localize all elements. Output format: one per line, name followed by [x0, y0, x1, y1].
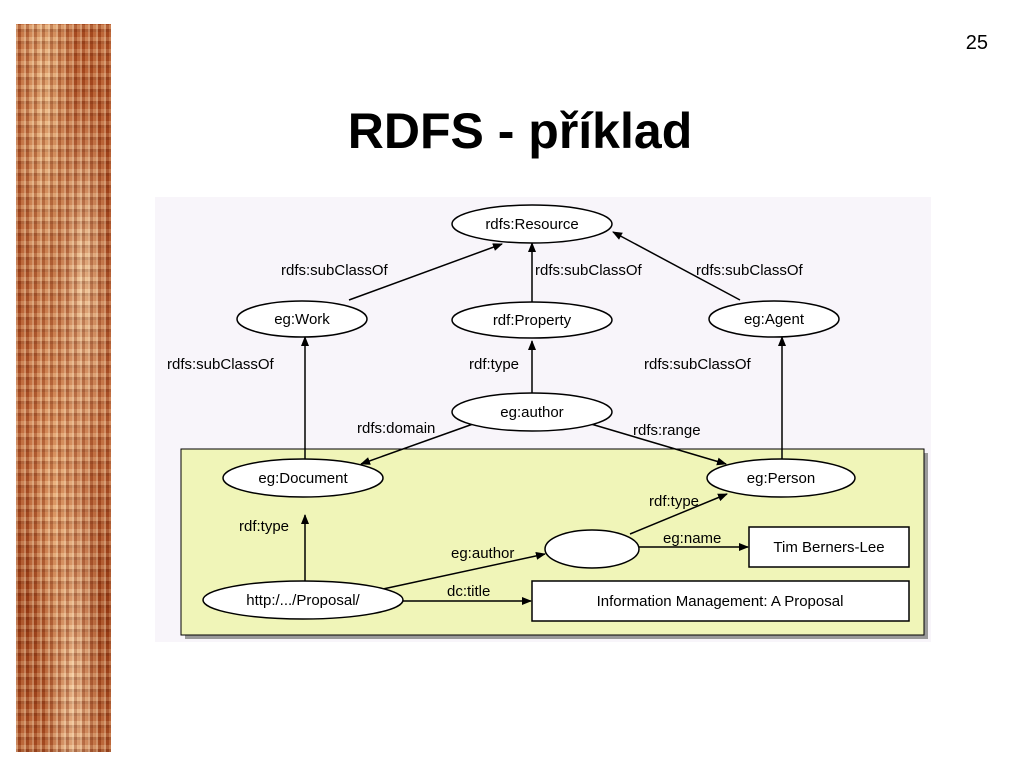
- node-resource-label: rdfs:Resource: [485, 216, 578, 233]
- node-author: eg:author: [451, 392, 613, 432]
- node-blank: [544, 529, 640, 569]
- node-agent: eg:Agent: [708, 300, 840, 338]
- node-proposal-label: http:/.../Proposal/: [246, 592, 360, 609]
- node-document: eg:Document: [222, 458, 384, 498]
- label-work-subclass: rdfs:subClassOf: [281, 262, 389, 279]
- label-property-subclass: rdfs:subClassOf: [535, 262, 643, 279]
- node-property-label: rdf:Property: [493, 312, 572, 329]
- node-agent-label: eg:Agent: [744, 311, 805, 328]
- edge-blank-person: [629, 493, 728, 535]
- label-author-range: rdfs:range: [633, 422, 701, 439]
- node-document-label: eg:Document: [258, 470, 348, 487]
- literal-tim-label: Tim Berners-Lee: [773, 539, 884, 556]
- literal-title: Information Management: A Proposal: [531, 580, 910, 622]
- label-proposal-type: rdf:type: [239, 518, 289, 535]
- label-author-type: rdf:type: [469, 356, 519, 373]
- node-resource: rdfs:Resource: [451, 204, 613, 244]
- literal-title-label: Information Management: A Proposal: [597, 593, 844, 610]
- edge-work-resource: [348, 243, 503, 301]
- node-work: eg:Work: [236, 300, 368, 338]
- label-blank-name: eg:name: [663, 530, 721, 547]
- node-work-label: eg:Work: [274, 311, 330, 328]
- decorative-side-image: [16, 24, 111, 752]
- label-person-subclass: rdfs:subClassOf: [644, 356, 752, 373]
- edge-author-document: [360, 423, 474, 465]
- edge-agent-resource: [612, 231, 741, 301]
- rdfs-diagram: rdfs:subClassOf rdfs:subClassOf rdfs:sub…: [155, 197, 931, 642]
- literal-tim: Tim Berners-Lee: [748, 526, 910, 568]
- node-author-label: eg:author: [500, 404, 563, 421]
- node-person-label: eg:Person: [747, 470, 815, 487]
- node-property: rdf:Property: [451, 301, 613, 339]
- label-blank-type: rdf:type: [649, 493, 699, 510]
- label-proposal-author: eg:author: [451, 545, 514, 562]
- label-document-subclass: rdfs:subClassOf: [167, 356, 275, 373]
- node-person: eg:Person: [706, 458, 856, 498]
- node-proposal: http:/.../Proposal/: [202, 580, 404, 620]
- edge-author-person: [590, 423, 727, 466]
- slide-title: RDFS - příklad: [347, 103, 693, 159]
- label-agent-subclass: rdfs:subClassOf: [696, 262, 804, 279]
- label-proposal-title: dc:title: [447, 583, 490, 600]
- edge-proposal-blank: [382, 551, 546, 590]
- label-author-domain: rdfs:domain: [357, 420, 435, 437]
- page-number: 25: [965, 32, 988, 54]
